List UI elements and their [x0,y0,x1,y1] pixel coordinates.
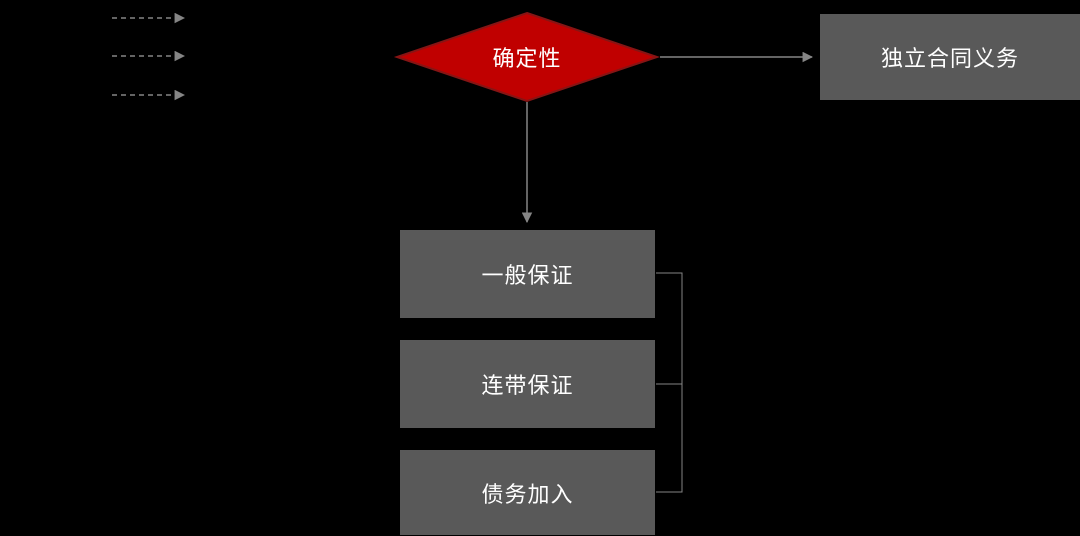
node-debt-joining-label: 债务加入 [481,481,574,507]
node-joint-guarantee-label: 连带保证 [481,373,574,398]
node-general-guarantee-label: 一般保证 [481,263,574,288]
node-general-guarantee: 一般保证 [400,230,655,318]
node-independent-label: 独立合同义务 [880,46,1019,71]
decision-diamond: 确定性 [397,13,657,101]
bracket-outer [656,272,683,493]
node-joint-guarantee: 连带保证 [400,340,655,428]
node-independent-obligation: 独立合同义务 [820,14,1080,100]
node-debt-joining: 债务加入 [400,450,655,535]
decision-label: 确定性 [492,46,562,71]
decision-diamond-shape [393,11,661,103]
